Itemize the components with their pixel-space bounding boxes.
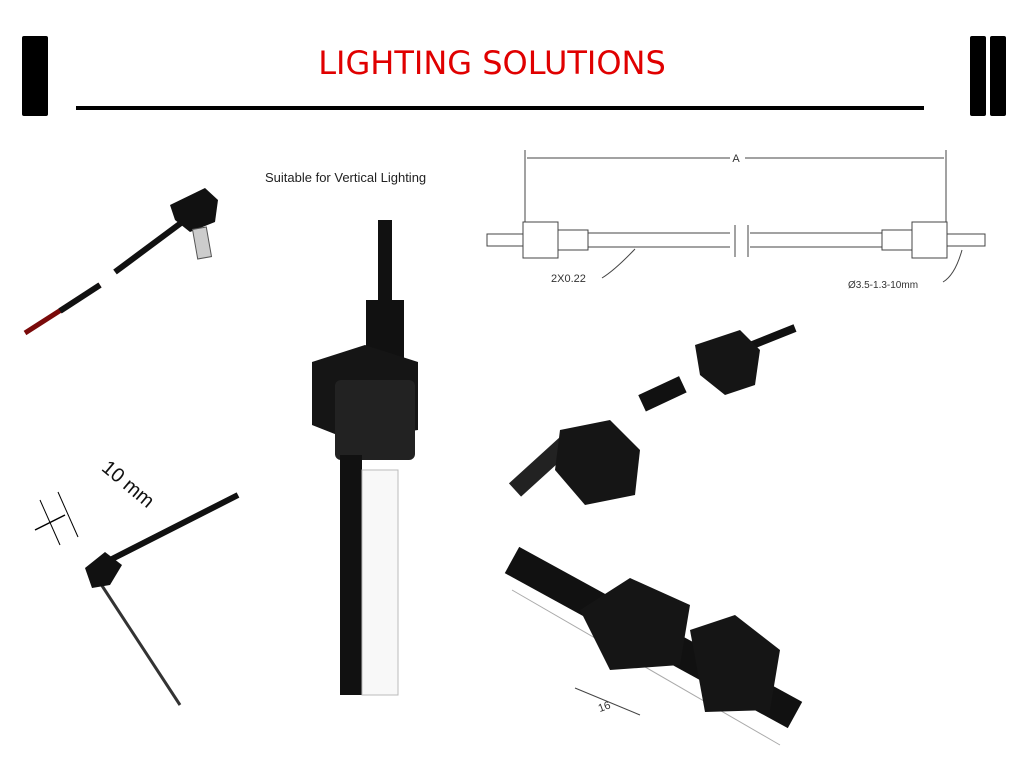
plug-10mm-image: [34, 491, 240, 706]
cable-spec-label: 2X0.22: [551, 273, 586, 285]
plug-spec-label: Ø3.5-1.3-10mm: [848, 280, 918, 291]
left-accent-bar: [22, 36, 48, 116]
subtitle: Suitable for Vertical Lighting: [265, 170, 427, 185]
right-accent-bar-2: [990, 36, 1006, 116]
dimension-label: A: [732, 153, 740, 165]
technical-drawing: [486, 150, 986, 283]
vertical-lighting-image: [312, 220, 418, 696]
sixteen-label: 16: [597, 700, 613, 715]
title-divider: [76, 106, 924, 110]
right-accent-bar-1: [970, 36, 986, 116]
right-angle-plug-image: [23, 188, 218, 336]
slide-title: LIGHTING SOLUTIONS: [318, 44, 666, 82]
connector-exploded-image: [508, 324, 797, 505]
clamp-assembly-image: [504, 546, 803, 746]
ten-mm-label: 10 mm: [97, 456, 158, 512]
